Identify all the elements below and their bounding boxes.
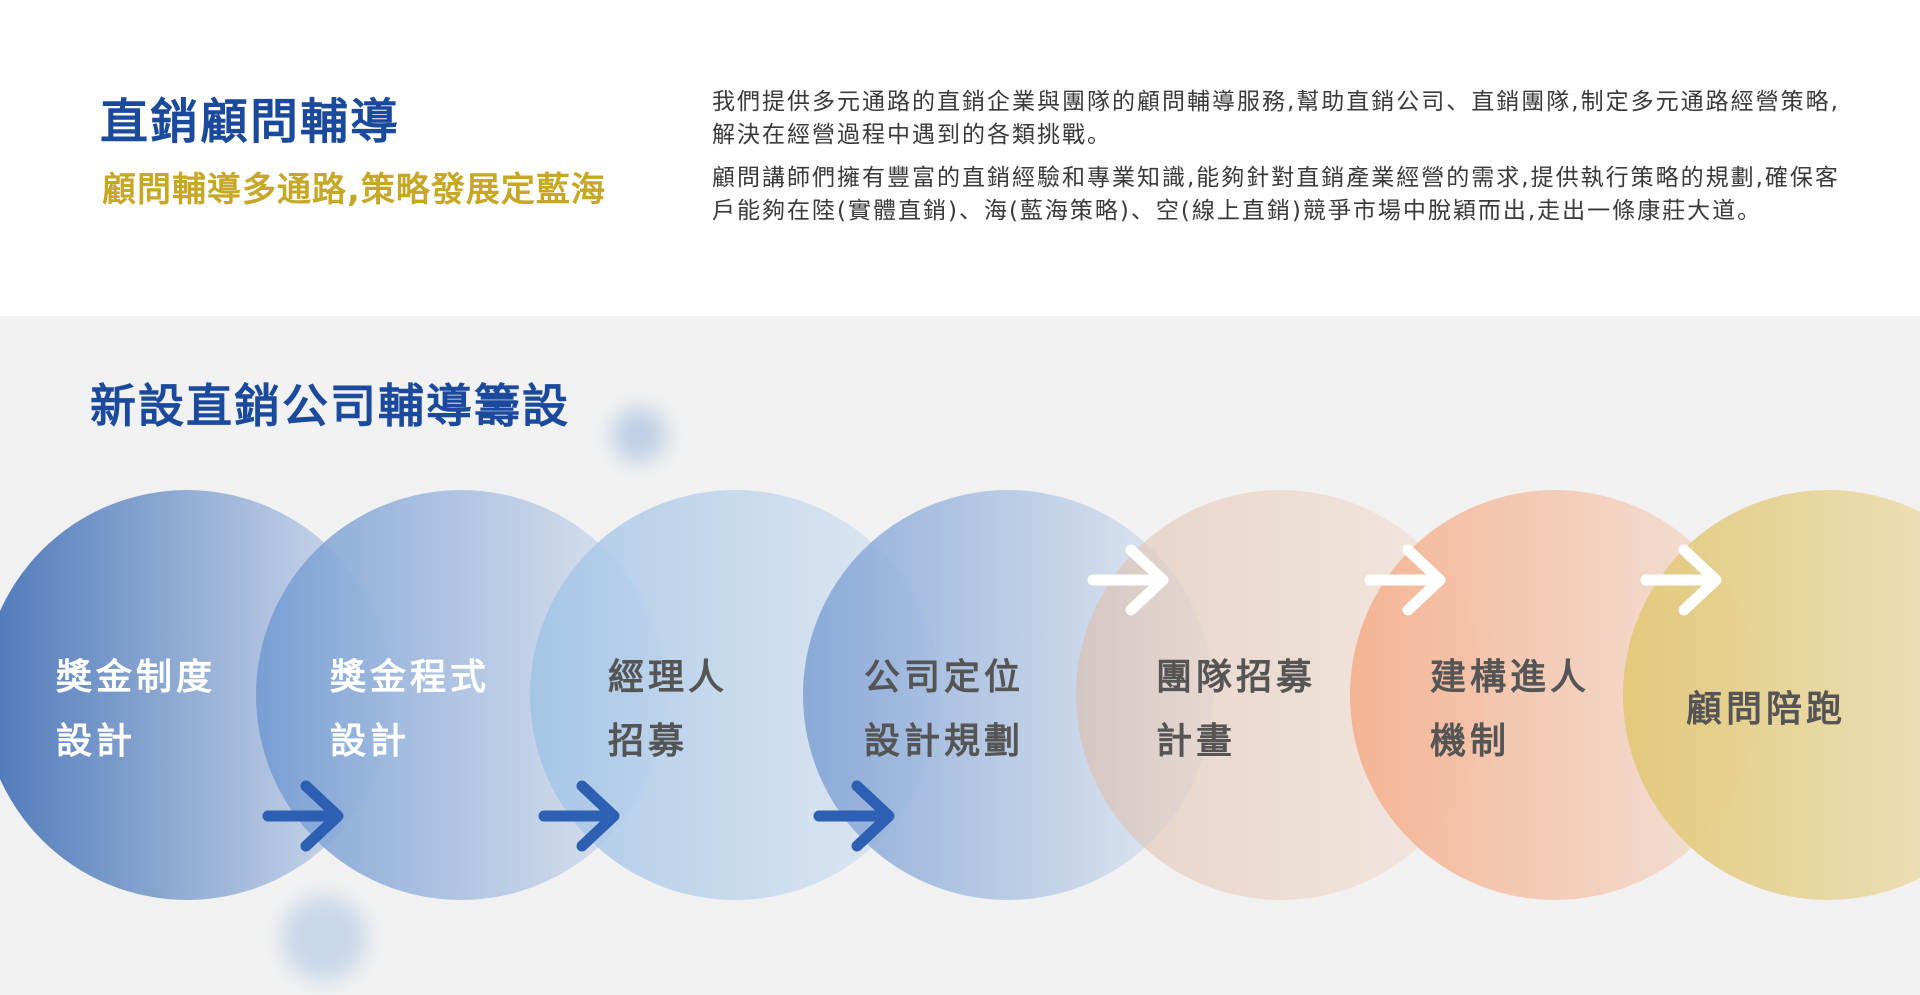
step-label-4: 公司定位 設計規劃 [864, 646, 1024, 774]
step-label-line: 顧問陪跑 [1686, 689, 1847, 730]
step-label-line: 設計規劃 [864, 721, 1025, 762]
step-label-5: 團隊招募 計畫 [1156, 646, 1316, 774]
step-label-line: 設計 [56, 721, 137, 762]
arrow-right-icon [538, 776, 624, 856]
step-label-line: 設計 [330, 721, 411, 762]
step-label-line: 計畫 [1156, 721, 1237, 762]
intro-description: 我們提供多元通路的直銷企業與團隊的顧問輔導服務,幫助直銷公司、直銷團隊,制定多元… [712, 86, 1842, 238]
step-label-line: 機制 [1430, 721, 1511, 762]
arrow-right-icon [813, 776, 899, 856]
step-label-line: 獎金程式 [330, 657, 491, 698]
page-subtitle: 顧問輔導多通路,策略發展定藍海 [102, 170, 606, 210]
arrow-right-icon [262, 776, 348, 856]
step-label-7: 顧問陪跑 [1686, 678, 1846, 742]
step-label-line: 招募 [608, 721, 689, 762]
arrow-right-icon [1640, 540, 1726, 620]
step-label-line: 經理人 [608, 657, 729, 698]
step-label-line: 公司定位 [864, 657, 1025, 698]
step-label-3: 經理人 招募 [608, 646, 728, 774]
decorative-blob [282, 896, 366, 980]
step-label-2: 獎金程式 設計 [330, 646, 490, 774]
intro-paragraph-1: 我們提供多元通路的直銷企業與團隊的顧問輔導服務,幫助直銷公司、直銷團隊,制定多元… [712, 89, 1840, 148]
arrow-right-icon [1087, 540, 1173, 620]
intro-section: 直銷顧問輔導 顧問輔導多通路,策略發展定藍海 我們提供多元通路的直銷企業與團隊的… [0, 0, 1920, 316]
page-title: 直銷顧問輔導 [100, 94, 401, 150]
step-label-line: 團隊招募 [1156, 657, 1317, 698]
decorative-blob [612, 408, 666, 462]
step-label-6: 建構進人 機制 [1430, 646, 1590, 774]
step-label-line: 建構進人 [1430, 657, 1591, 698]
section-title: 新設直銷公司輔導籌設 [90, 379, 570, 433]
process-section: 新設直銷公司輔導籌設 獎金制度 設計 獎金程式 設計 經理人 招募 公司定位 設… [0, 316, 1920, 995]
step-label-1: 獎金制度 設計 [56, 646, 216, 774]
arrow-right-icon [1364, 540, 1450, 620]
step-label-line: 獎金制度 [56, 657, 217, 698]
intro-paragraph-2: 顧問講師們擁有豐富的直銷經驗和專業知識,能夠針對直銷產業經營的需求,提供執行策略… [712, 165, 1840, 224]
